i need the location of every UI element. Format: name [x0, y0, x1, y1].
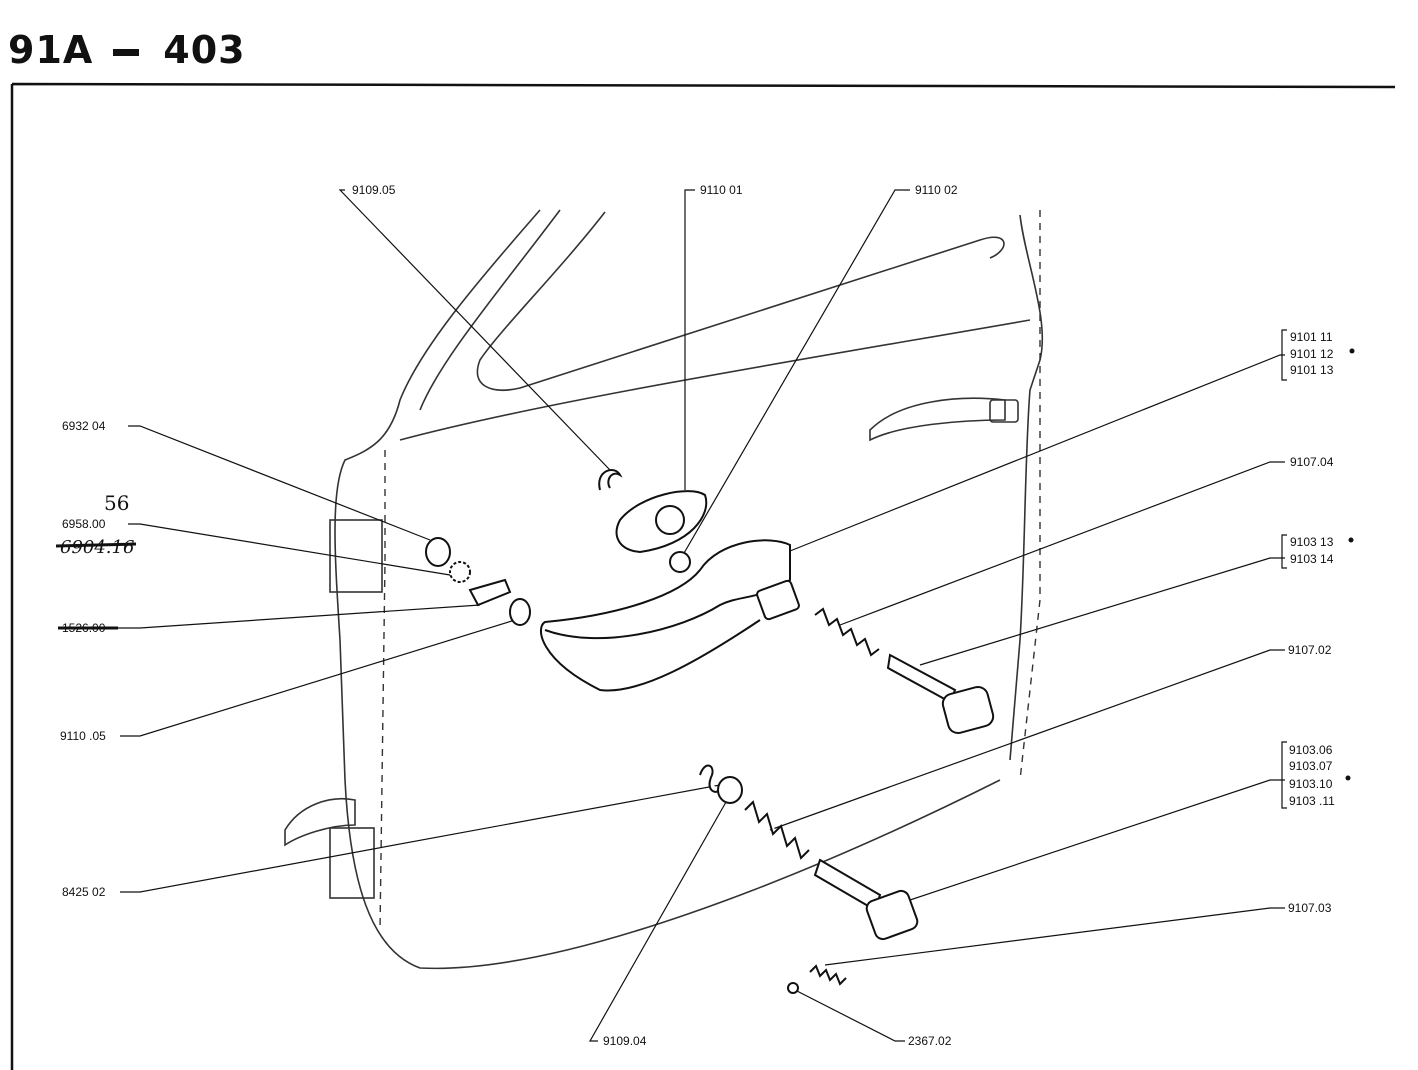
page-title: 91A 403 [8, 28, 246, 72]
callout-9107-04: 9107.04 [1290, 455, 1334, 469]
group3-marker-dot [1345, 775, 1351, 781]
group-bracket-1 [1281, 329, 1287, 381]
push-rod [886, 653, 957, 704]
group2-marker-dot [1348, 537, 1354, 543]
callout-2367-02: 2367.02 [908, 1034, 952, 1048]
callout-9109-04: 9109.04 [603, 1034, 647, 1048]
group-bracket-2 [1281, 534, 1287, 569]
frame-border [10, 82, 1396, 1070]
door-handle [539, 539, 791, 692]
group1-label-a: 9101 11 [1290, 330, 1333, 344]
page-number: 403 [163, 28, 246, 72]
small-spring [809, 964, 847, 986]
leader-lines [70, 189, 1285, 1042]
callout-9107-02: 9107.02 [1288, 643, 1332, 657]
callout-9110-05: 9110 .05 [60, 729, 106, 743]
group3-label-b: 9103.07 [1289, 759, 1333, 773]
plate [468, 578, 512, 607]
spring [814, 607, 880, 657]
lower-spring [744, 800, 810, 860]
group3-label-c: 9103.10 [1289, 777, 1333, 791]
washer [669, 551, 691, 573]
group2-label-b: 9103 14 [1290, 552, 1334, 566]
callout-6958-00: 6958.00 [62, 517, 106, 531]
struck-part-number-1: 6904.16 [60, 537, 134, 558]
handwritten-note: 56 [104, 491, 129, 515]
callout-8425-02: 8425 02 [62, 885, 106, 899]
bushing [717, 776, 743, 804]
spring-clip [598, 469, 623, 491]
strike-line-1 [55, 542, 137, 548]
model-code: 91A [8, 28, 94, 72]
callout-9107-03: 9107.03 [1288, 901, 1332, 915]
group1-label-b: 9101 12 [1290, 347, 1334, 361]
push-button-cap [941, 685, 995, 735]
group2-label-a: 9103 13 [1290, 535, 1334, 549]
door-outline [284, 209, 1044, 970]
escutcheon-hole [655, 505, 685, 535]
group3-label-a: 9103.06 [1289, 743, 1333, 757]
lock-washer [449, 561, 471, 583]
nut [425, 537, 451, 567]
callout-9110-01: 9110 01 [700, 183, 743, 197]
small-ball [787, 982, 799, 994]
lock-barrel-head [865, 889, 919, 941]
title-dash [113, 49, 140, 56]
wire-clip [699, 764, 721, 793]
group1-label-c: 9101 13 [1290, 363, 1334, 377]
group1-marker-dot [1349, 348, 1355, 354]
group3-label-d: 9103 .11 [1289, 794, 1335, 808]
callout-6932-04: 6932 04 [62, 419, 106, 433]
seal-ring [509, 598, 531, 626]
callout-9109-05: 9109.05 [352, 183, 396, 197]
group-bracket-3 [1281, 741, 1287, 809]
handle-push-button [756, 579, 800, 621]
callout-9110-02: 9110 02 [915, 183, 958, 197]
